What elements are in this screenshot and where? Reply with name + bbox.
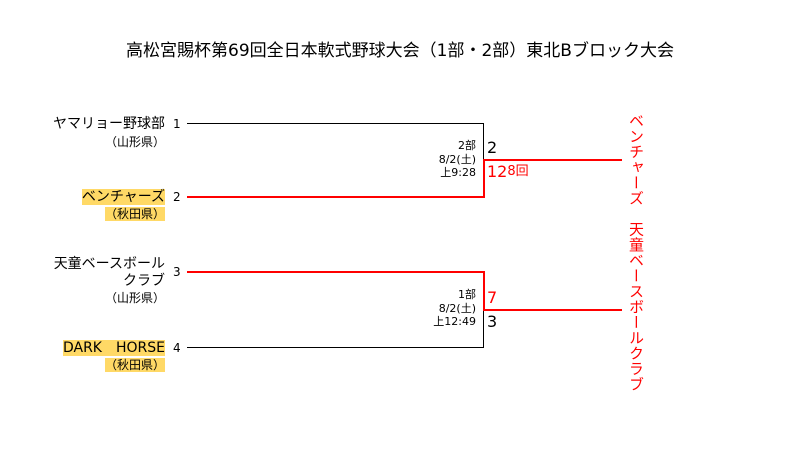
team-name: 天童ベースボール <box>53 256 165 272</box>
innings: 8回 <box>507 164 529 179</box>
team-name-cont: クラブ <box>123 273 165 289</box>
match-time: 上12:49 <box>433 315 476 328</box>
bracket-line-win <box>187 271 485 273</box>
bracket-line-win <box>483 159 622 161</box>
final-teams: ベンチャーズ 天童ベースボールクラブ <box>627 113 645 392</box>
team-prefecture: （秋田県） <box>104 358 165 372</box>
team-name: ヤマリョー野球部 <box>53 116 165 132</box>
score-winner: 7 <box>487 288 498 307</box>
score-value: 12 <box>487 162 508 181</box>
seed-number: 2 <box>173 190 181 204</box>
team-name: ベンチャーズ <box>81 189 165 205</box>
bracket-line-win <box>483 159 485 198</box>
match-date: 8/2(土) <box>438 301 476 315</box>
team-prefecture: （山形県） <box>104 291 165 305</box>
seed-number: 1 <box>173 117 181 131</box>
page-title: 高松宮賜杯第69回全日本軟式野球大会（1部・2部）東北Bブロック大会 <box>126 41 674 61</box>
team-name: DARK HORSE <box>62 340 165 356</box>
score-winner: 128回 <box>487 163 529 181</box>
team-prefecture: （秋田県） <box>104 207 165 221</box>
seed-number: 4 <box>173 341 181 355</box>
bracket-line <box>187 123 484 124</box>
bracket-line-win <box>483 309 622 311</box>
match-division: 2部 <box>458 139 476 152</box>
bracket-line <box>187 347 484 348</box>
seed-number: 3 <box>173 265 181 279</box>
score: 2 <box>487 138 498 157</box>
score: 3 <box>487 312 498 331</box>
bracket-line-win <box>483 271 485 310</box>
match-info: 1部 8/2(土) 上12:49 <box>433 288 476 329</box>
match-info: 2部 8/2(土) 上9:28 <box>439 139 476 180</box>
bracket-line <box>483 310 484 348</box>
match-division: 1部 <box>458 288 476 301</box>
bracket-line <box>483 123 484 160</box>
team-prefecture: （山形県） <box>104 135 165 149</box>
bracket-line-win <box>187 196 485 198</box>
match-time: 上9:28 <box>440 166 476 179</box>
match-date: 8/2(土) <box>438 152 476 166</box>
